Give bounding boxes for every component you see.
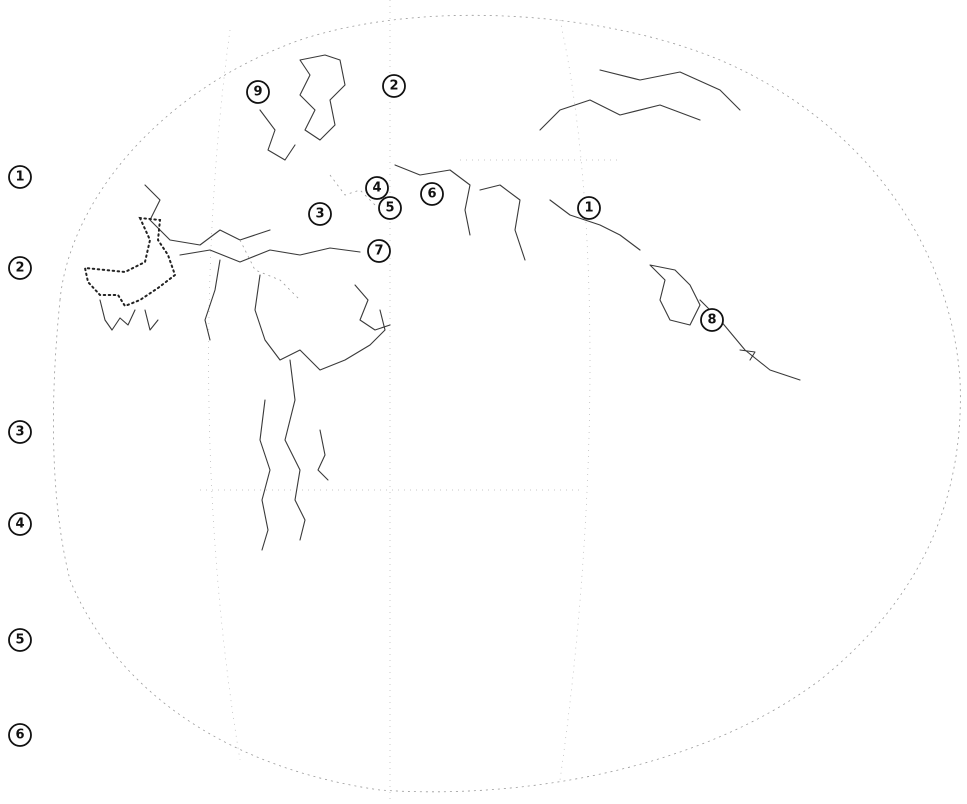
map-marker-7-label: 7: [374, 244, 383, 259]
legend-marker-3-label: 3: [15, 425, 24, 440]
legend-marker-4-ring: [8, 512, 32, 536]
legend-marker-5-ring: [8, 628, 32, 652]
map-marker-4: 4: [365, 176, 389, 200]
map-marker-8: 8: [700, 308, 724, 332]
globe-outline: [53, 14, 961, 793]
legend-marker-2-ring: [8, 256, 32, 280]
legend-marker-1-label: 1: [15, 170, 24, 185]
map-marker-1: 1: [577, 196, 601, 220]
dotted-border: [83, 216, 177, 308]
legend-marker-2: 2: [8, 256, 32, 280]
map-marker-4-ring: [365, 176, 389, 200]
map-marker-8-ring: [700, 308, 724, 332]
map-marker-4-label: 4: [372, 181, 381, 196]
map-marker-9: 9: [246, 80, 270, 104]
legend-marker-3-ring: [8, 420, 32, 444]
legend-marker-1-ring: [8, 165, 32, 189]
legend-marker-6-label: 6: [15, 728, 24, 743]
map-marker-9-label: 9: [253, 85, 262, 100]
legend-marker-1: 1: [8, 165, 32, 189]
legend-marker-2-label: 2: [15, 261, 24, 276]
map-marker-6: 6: [420, 182, 444, 206]
map-marker-1-label: 1: [584, 201, 593, 216]
legend-marker-4: 4: [8, 512, 32, 536]
map-marker-3: 3: [308, 202, 332, 226]
legend-marker-5-label: 5: [15, 633, 24, 648]
map-marker-7-ring: [367, 239, 391, 263]
legend-marker-6: 6: [8, 723, 32, 747]
graticule: [200, 0, 620, 804]
legend-marker-3: 3: [8, 420, 32, 444]
map-marker-5: 5: [378, 196, 402, 220]
map-marker-3-label: 3: [315, 207, 324, 222]
map-marker-3-ring: [308, 202, 332, 226]
map-marker-8-label: 8: [707, 313, 716, 328]
map-marker-9-ring: [246, 80, 270, 104]
map-marker-6-label: 6: [427, 187, 436, 202]
map-marker-2-ring: [382, 74, 406, 98]
map-marker-5-label: 5: [385, 201, 394, 216]
legend-marker-6-ring: [8, 723, 32, 747]
legend-marker-4-label: 4: [15, 517, 24, 532]
coastlines: [144, 54, 801, 551]
legend-markers: 1 2 3 4 5 6: [8, 165, 32, 747]
map-marker-1-ring: [577, 196, 601, 220]
map-marker-2: 2: [382, 74, 406, 98]
map-marker-5-ring: [378, 196, 402, 220]
map-marker-6-ring: [420, 182, 444, 206]
coast-hatching: [99, 299, 756, 361]
map-marker-2-label: 2: [389, 79, 398, 94]
map-marker-7: 7: [367, 239, 391, 263]
legend-marker-5: 5: [8, 628, 32, 652]
map-markers: 1 2 3 45 6 7 8 9: [246, 74, 724, 332]
